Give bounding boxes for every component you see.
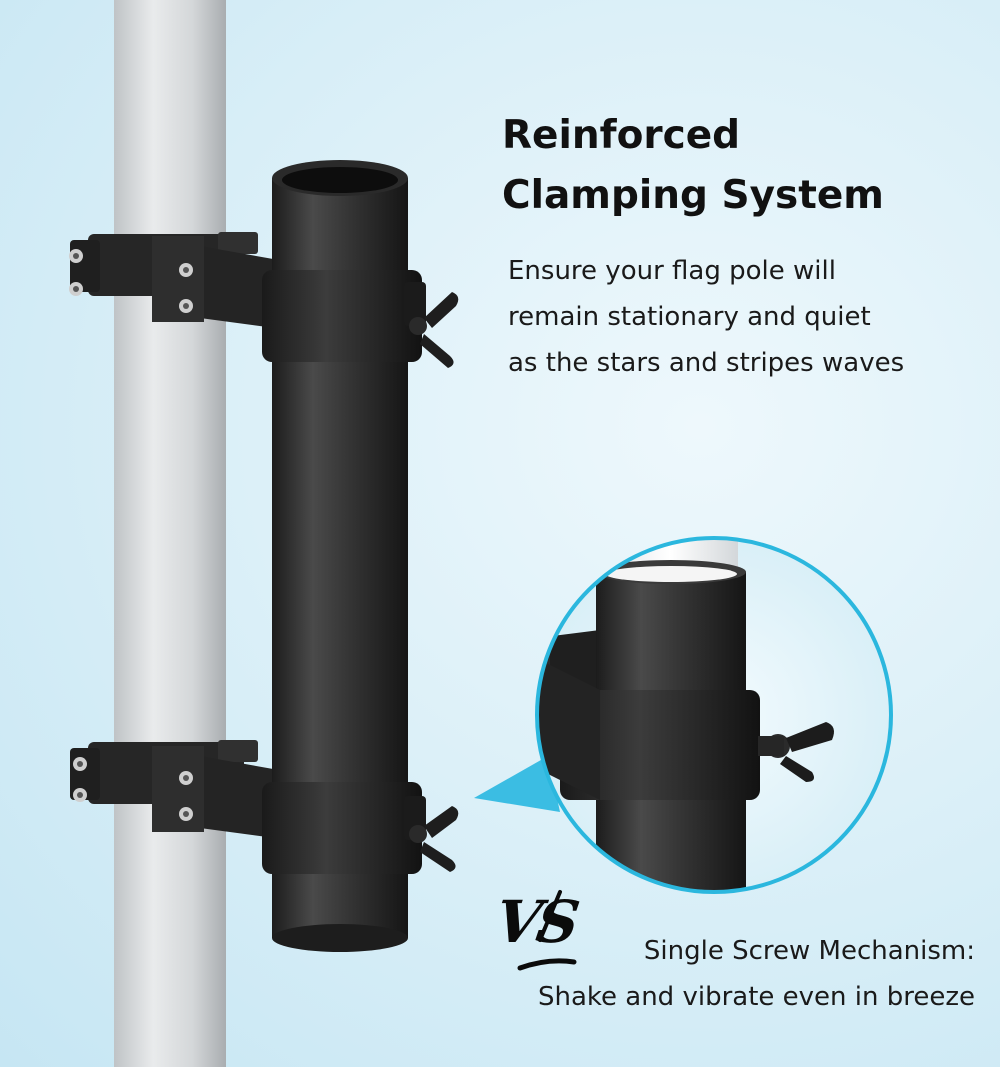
wing-nut-icon — [409, 292, 459, 368]
bolt-icon — [69, 249, 193, 313]
comparison-text: Single Screw Mechanism: Shake and vibrat… — [472, 928, 975, 1020]
vs-brush-stroke — [517, 890, 577, 971]
description-line-3: as the stars and stripes waves — [508, 348, 905, 378]
flag-pole-holder-tube — [262, 160, 426, 952]
description-line-1: Ensure your flag pole will — [508, 256, 836, 286]
title-line-1: Reinforced — [502, 113, 741, 158]
title-line-2: Clamping System — [502, 173, 884, 218]
bolt-icon — [73, 757, 193, 821]
description-line-2: remain stationary and quiet — [508, 302, 871, 332]
callout-pointer — [474, 756, 560, 812]
feature-description: Ensure your flag pole will remain statio… — [508, 248, 904, 386]
wing-nut-icon — [409, 806, 459, 872]
detail-callout — [535, 536, 893, 894]
comparison-line-1: Single Screw Mechanism: — [643, 936, 975, 966]
page-title: Reinforced Clamping System — [502, 106, 884, 226]
main-pole — [114, 0, 226, 1067]
lower-clamp-bracket — [70, 740, 290, 840]
comparison-line-2: Shake and vibrate even in breeze — [537, 982, 975, 1012]
upper-clamp-bracket — [69, 232, 290, 330]
